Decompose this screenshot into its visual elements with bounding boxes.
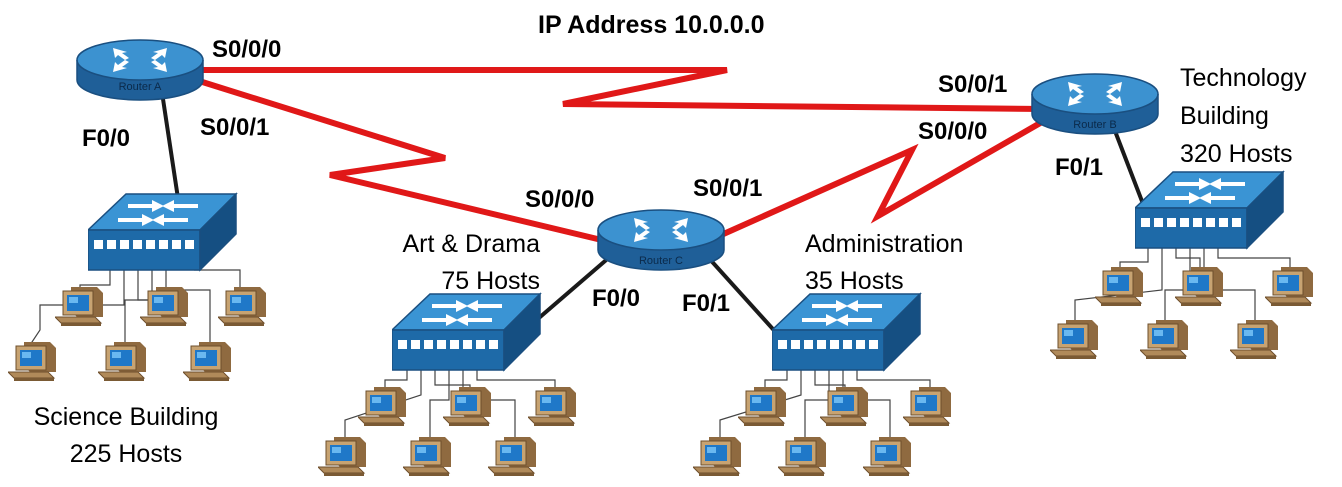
host-computer-icon[interactable] [403,436,452,477]
wan-link-a-c [195,77,611,245]
site-technology-name: Technology [1180,64,1307,92]
host-computer-icon[interactable] [1140,319,1189,360]
host-computer-icon[interactable] [1265,266,1314,307]
host-computer-icon[interactable] [98,341,147,382]
host-computer-icon[interactable] [1050,319,1099,360]
host-computer-icon[interactable] [820,386,869,427]
host-computer-icon[interactable] [55,286,104,327]
switch-icon[interactable] [392,293,541,371]
host-computer-icon[interactable] [1175,266,1224,307]
router-b[interactable]: Router B [1031,73,1159,135]
host-computer-icon[interactable] [140,286,189,327]
wan-link-a-b [200,67,1046,112]
site-technology-name-2: Building [1180,102,1269,130]
port-label-c-f01: F0/1 [682,290,730,317]
host-computer-icon[interactable] [693,436,742,477]
wan-link-c-b [708,119,1044,243]
host-computer-icon[interactable] [318,436,367,477]
switch-icon[interactable] [772,293,921,371]
science-host-cabling [29,269,241,346]
host-computer-icon[interactable] [443,386,492,427]
host-computer-icon[interactable] [778,436,827,477]
port-label-c-s000: S0/0/0 [525,186,594,213]
site-science-name: Science Building [34,403,219,431]
port-label-b-s001: S0/0/1 [938,71,1007,98]
technology-hosts [1050,266,1314,360]
site-technology-hosts: 320 Hosts [1180,140,1293,168]
switch-icon[interactable] [1135,171,1284,249]
host-computer-icon[interactable] [8,341,57,382]
site-art-name: Art & Drama [402,230,540,258]
host-computer-icon[interactable] [1230,319,1279,360]
site-art-hosts: 75 Hosts [441,267,540,295]
port-label-c-s001: S0/0/1 [693,175,762,202]
host-computer-icon[interactable] [1095,266,1144,307]
router-a[interactable]: Router A [76,39,204,101]
host-computer-icon[interactable] [218,286,267,327]
router-b-label: Router B [1073,119,1116,131]
port-label-b-s000: S0/0/0 [918,118,987,145]
site-admin-name: Administration [805,230,963,258]
host-computer-icon[interactable] [488,436,537,477]
host-computer-icon[interactable] [528,386,577,427]
host-computer-icon[interactable] [183,341,232,382]
site-admin-hosts: 35 Hosts [805,267,904,295]
router-c-label: Router C [639,255,683,267]
port-label-b-f01: F0/1 [1055,154,1103,181]
diagram-title: IP Address 10.0.0.0 [538,11,765,39]
router-c[interactable]: Router C [597,209,725,271]
host-computer-icon[interactable] [863,436,912,477]
port-label-c-f00: F0/0 [592,285,640,312]
router-a-label: Router A [119,81,162,93]
port-label-a-f00: F0/0 [82,125,130,152]
site-science-hosts: 225 Hosts [70,440,183,468]
switch-icon[interactable] [88,193,237,271]
host-computer-icon[interactable] [903,386,952,427]
science-hosts [8,286,267,382]
host-computer-icon[interactable] [358,386,407,427]
port-label-a-s000: S0/0/0 [212,36,281,63]
host-computer-icon[interactable] [738,386,787,427]
port-label-a-s001: S0/0/1 [200,114,269,141]
